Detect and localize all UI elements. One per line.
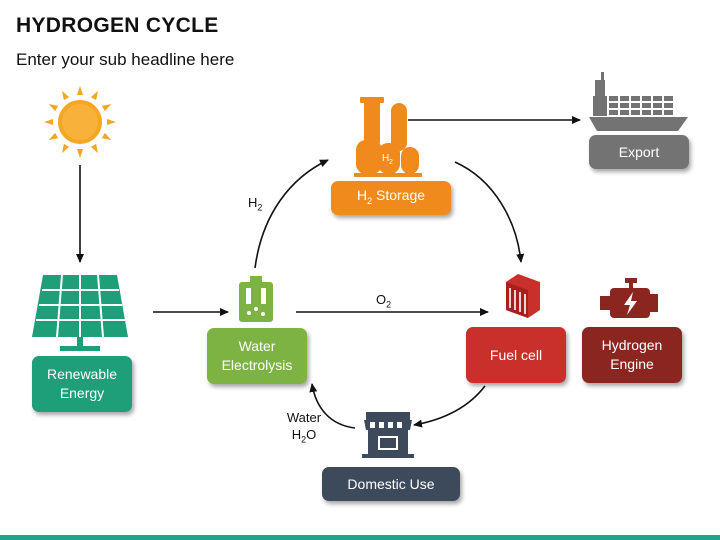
engine-icon [600, 278, 658, 318]
domestic-use-box: Domestic Use [322, 467, 460, 501]
connector-arrows [76, 116, 581, 429]
arrow-fuelcell-to-domestic [413, 385, 486, 428]
electrolyzer-icon [239, 276, 273, 322]
page-title: HYDROGEN CYCLE [16, 14, 219, 37]
solar-panel-icon [32, 274, 128, 351]
arrow-electrolysis-to-storage [254, 159, 329, 269]
arrow-label-h2: H2 [248, 195, 263, 213]
footer-accent-bar [0, 535, 720, 540]
export-box: Export [589, 135, 689, 169]
sun-icon [44, 86, 116, 158]
storage-tank-label: H 2 [382, 153, 393, 166]
svg-text:H: H [382, 153, 389, 164]
arrow-label-o2: O2 [376, 292, 392, 310]
cargo-ship-icon [589, 72, 688, 131]
arrow-domestic-to-electrolysis [309, 383, 356, 429]
house-icon [362, 412, 414, 458]
h2-storage-box: H2 Storage [331, 181, 451, 215]
fuel-cell-box: Fuel cell [466, 327, 566, 383]
fuel-cell-icon [506, 274, 540, 318]
svg-text:2: 2 [389, 159, 393, 166]
storage-tanks-icon [354, 97, 422, 177]
arrow-label-water: Water H2O [286, 410, 322, 445]
page-subtitle: Enter your sub headline here [16, 50, 235, 69]
arrow-storage-to-fuelcell [454, 161, 525, 263]
